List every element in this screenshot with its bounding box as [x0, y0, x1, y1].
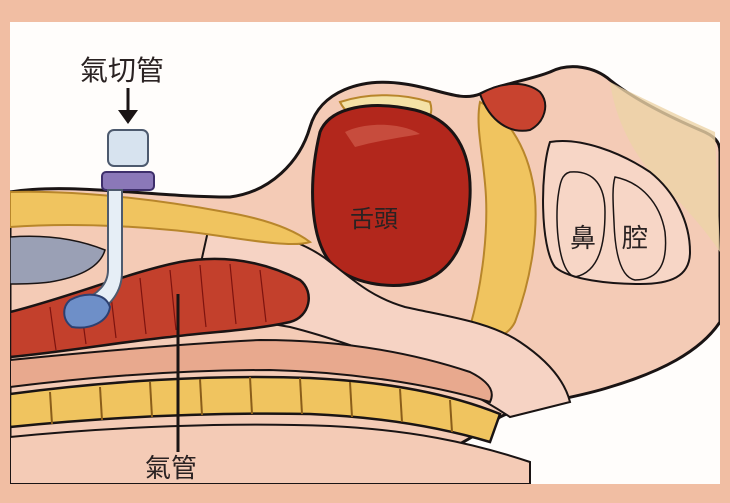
label-nasal-cavity-right: 腔 — [622, 224, 648, 254]
tube-cap — [108, 130, 148, 166]
tube-pointer-arrowhead — [118, 110, 138, 124]
tube-flange — [102, 172, 154, 190]
tracheostomy-anatomy-diagram: 氣切管 舌頭 鼻 腔 氣管 — [10, 22, 720, 484]
illustration-panel: 氣切管 舌頭 鼻 腔 氣管 — [10, 22, 720, 484]
label-tracheostomy-tube: 氣切管 — [80, 54, 164, 87]
label-nasal-cavity-left: 鼻 — [570, 224, 596, 254]
label-trachea: 氣管 — [145, 454, 197, 484]
label-tongue: 舌頭 — [350, 205, 398, 233]
